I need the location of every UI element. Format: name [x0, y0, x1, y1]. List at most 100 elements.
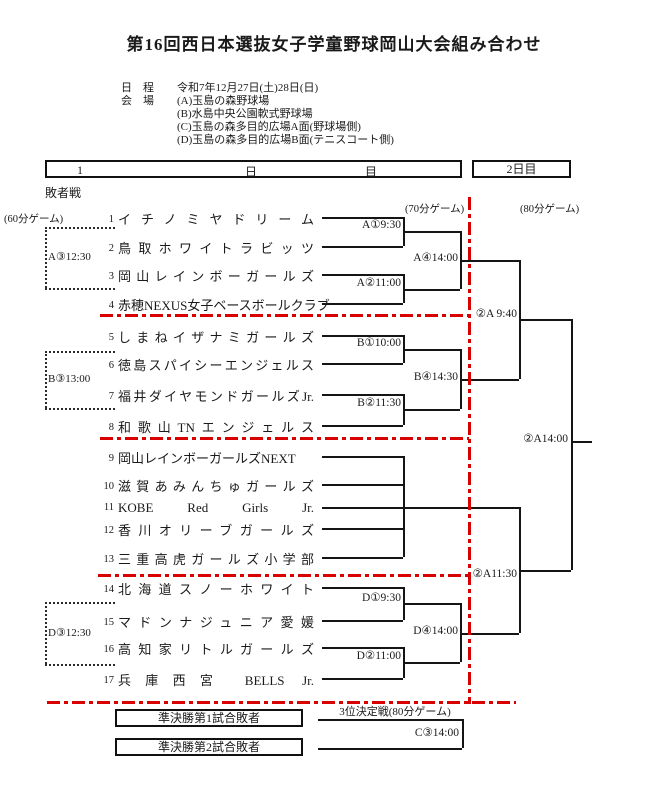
bracket-line — [519, 319, 571, 321]
semifinal2-loser-box: 準決勝第2試合敗者 — [115, 738, 303, 756]
team-row-7: 7 福井ダイヤモンドガールズJr. — [96, 386, 314, 404]
block-separator-line — [100, 314, 469, 317]
bracket-line — [460, 633, 519, 635]
game-label-a4: A④14:00 — [413, 252, 458, 264]
venue-d: (D)玉島の森多目的広場B面(テニスコート側) — [177, 134, 394, 146]
bracket-line — [403, 662, 460, 664]
bracket-line — [403, 274, 405, 303]
team-row-11: 11 KOBE Red Girls Jr. — [96, 499, 314, 515]
team-name: 高知家リトルガールズ — [118, 642, 314, 657]
loser-bracket-label: 敗者戦 — [45, 186, 82, 200]
date-label: 日 程 — [121, 82, 154, 94]
duration-60-label: (60分ゲーム) — [4, 214, 64, 225]
team-row-4: 4 赤穂NEXUS女子ベースボールクラブ — [96, 295, 330, 313]
day1-part2: 日 — [245, 165, 258, 179]
game-label-d4: D④14:00 — [413, 625, 458, 637]
team-number: 5 — [108, 332, 114, 343]
bracket-line — [403, 231, 460, 233]
team-name: 香川オリーブガールズ — [118, 523, 314, 538]
bracket-line — [571, 319, 573, 570]
loser-bracket-line — [45, 351, 115, 353]
bracket-line — [322, 587, 403, 589]
team-name: 兵庫西宮 BELLS Jr. — [118, 673, 314, 688]
game-label-d1: D①9:30 — [361, 592, 401, 604]
bracket-line — [322, 335, 403, 337]
bracket-line — [322, 620, 403, 622]
team-name: 徳島スパイシーエンジェルス — [118, 358, 314, 373]
semifinal1-loser-box: 準決勝第1試合敗者 — [115, 709, 303, 727]
loser-bracket-line — [45, 227, 115, 229]
bracket-line — [460, 379, 519, 381]
block-separator-line — [100, 437, 469, 440]
day1-part1: 1 — [77, 163, 83, 177]
duration-80-label: (80分ゲーム) — [520, 204, 580, 215]
block-separator-line — [47, 701, 516, 704]
team-name: 北海道スノーホワイト — [118, 582, 314, 597]
bracket-line — [322, 528, 403, 530]
team-name: しまねイザナミガールズ — [118, 330, 314, 345]
loser-bracket-line — [45, 288, 115, 290]
venue-b: (B)水島中央公園軟式野球場 — [177, 108, 313, 120]
team-row-8: 8 和歌山TNエンジェルス — [96, 417, 314, 435]
game-label-a1: A①9:30 — [361, 219, 401, 231]
bracket-line — [322, 363, 403, 365]
bracket-line — [403, 349, 460, 351]
game-label-d2: D②11:00 — [356, 650, 401, 662]
bracket-line — [460, 260, 519, 262]
team-number: 8 — [108, 422, 114, 433]
bracket-line — [322, 557, 403, 559]
game-label-d3: D③12:30 — [48, 627, 91, 639]
team-name: 赤穂NEXUS女子ベースボールクラブ — [118, 298, 330, 313]
bracket-line — [403, 456, 405, 557]
loser-bracket-line — [45, 408, 115, 410]
team-name: 岡山レインボーガールズ — [118, 269, 314, 284]
bracket-line — [322, 484, 403, 486]
third-place-title: 3位決定戦(80分ゲーム) — [339, 706, 451, 718]
game-label-semifinal1: ②A 9:40 — [475, 308, 517, 320]
team-name: KOBE Red Girls Jr. — [118, 500, 314, 515]
team-number: 17 — [103, 675, 115, 686]
game-label-b1: B①10:00 — [356, 337, 401, 349]
team-number: 1 — [108, 214, 114, 225]
date-row: 日 程 令和7年12月27日(土)28日(日) — [121, 82, 318, 95]
bracket-line — [403, 409, 460, 411]
team-name: 三重高虎ガールズ小学部 — [118, 552, 314, 567]
bracket-line — [322, 456, 403, 458]
bracket-line — [322, 274, 403, 276]
loser-bracket-line — [45, 602, 115, 604]
bracket-line — [322, 678, 403, 680]
team-number: 10 — [103, 481, 115, 492]
bracket-line — [462, 719, 464, 748]
team-number: 4 — [108, 300, 114, 311]
game-label-b3: B③13:00 — [48, 373, 91, 385]
venue-a: (A)玉島の森野球場 — [177, 95, 270, 107]
team-name: 福井ダイヤモンドガールズJr. — [118, 389, 314, 404]
team-row-3: 3 岡山レインボーガールズ — [96, 266, 314, 284]
date-value: 令和7年12月27日(土)28日(日) — [177, 82, 319, 94]
bracket-line — [318, 748, 462, 750]
team-number: 7 — [108, 391, 114, 402]
team-number: 11 — [103, 502, 114, 513]
venue-c: (C)玉島の森多目的広場A面(野球場側) — [177, 121, 361, 133]
bracket-line — [322, 303, 403, 305]
day1-part3: 目 — [365, 165, 378, 179]
team-number: 3 — [108, 271, 114, 282]
day1-header-box: 1 日 目 — [45, 160, 462, 179]
team-name: 和歌山TNエンジェルス — [118, 420, 314, 435]
loser-bracket-line — [45, 351, 47, 408]
day-separator-line — [468, 197, 471, 704]
bracket-line — [318, 719, 462, 721]
bracket-line — [322, 425, 403, 427]
team-number: 16 — [103, 644, 115, 655]
loser-bracket-line — [45, 227, 47, 288]
team-name: 鳥取ホワイトラビッツ — [118, 241, 314, 256]
